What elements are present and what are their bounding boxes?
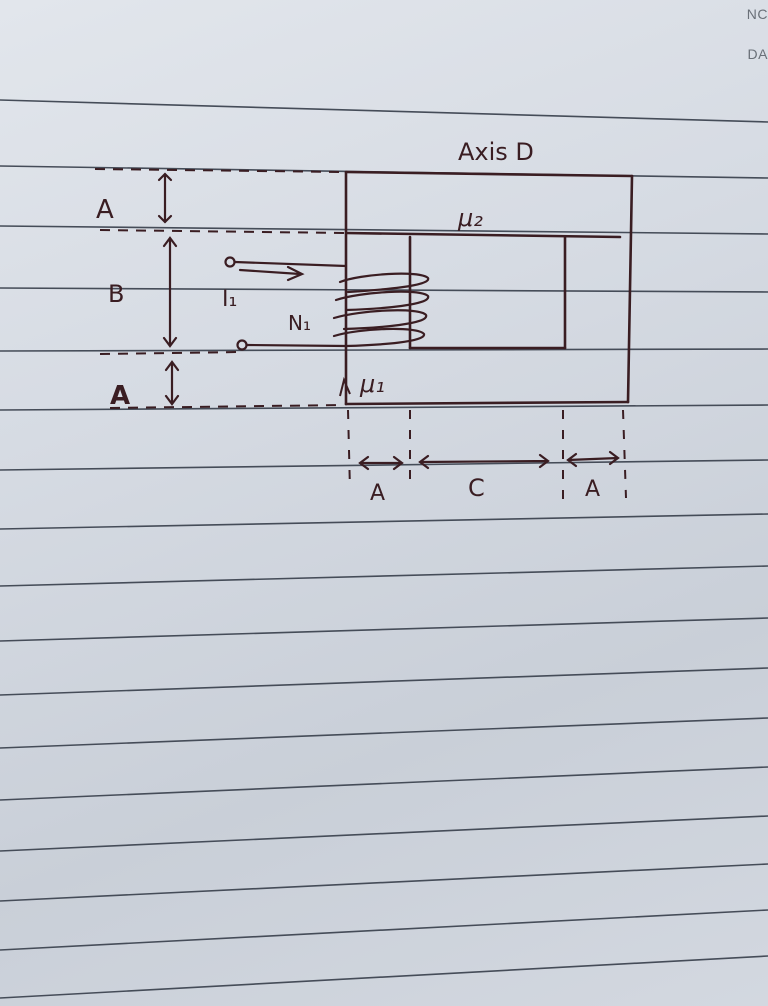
label-window-width: C <box>468 474 485 502</box>
rule-line <box>0 513 768 530</box>
label-left-thickness: A <box>370 481 385 506</box>
guide-top-leg <box>99 229 345 234</box>
arrow-right-thickness <box>566 450 620 468</box>
coil-winding <box>332 272 430 348</box>
rule-line <box>0 955 768 999</box>
vertical-dimension-guides <box>94 168 345 409</box>
corner-text-da: DA <box>747 46 768 62</box>
arrow-window-height <box>162 236 178 348</box>
ruled-lines <box>0 99 768 999</box>
core-right-edge <box>626 174 634 404</box>
coil-turn <box>332 327 426 348</box>
vertical-dimension-arrows <box>157 172 180 406</box>
rule-line <box>0 815 768 852</box>
rule-line <box>0 909 768 951</box>
arrow-top-thickness <box>157 172 173 224</box>
label-top-thickness: A <box>96 195 114 225</box>
core-bottom-edge <box>344 400 630 406</box>
rule-line <box>0 565 768 587</box>
guide-top <box>94 168 345 173</box>
corner-text-nc: NC <box>746 6 768 22</box>
arrow-left-thickness <box>358 455 404 471</box>
flux-arrow <box>339 376 351 397</box>
current-leads <box>224 256 348 351</box>
horizontal-dimension-arrows <box>358 450 620 471</box>
lead-top <box>233 260 348 268</box>
rule-line <box>0 717 768 749</box>
label-current: I₁ <box>222 287 237 312</box>
arrow-window-width <box>418 453 550 470</box>
label-bottom-thickness: A <box>110 381 130 411</box>
label-right-thickness: A <box>585 477 600 502</box>
rule-line <box>0 459 768 471</box>
label-turns: N₁ <box>288 311 311 335</box>
diagram-labels: Axis D A B A μ₂ μ₁ I₁ N₁ A C A <box>96 138 600 506</box>
current-arrow <box>238 265 305 282</box>
terminal-bottom <box>236 339 248 351</box>
top-leg-divider <box>344 231 622 239</box>
rule-line <box>0 667 768 696</box>
margin-line <box>0 99 768 123</box>
terminal-top <box>224 256 236 268</box>
guide-bottom <box>109 404 345 409</box>
rule-line <box>0 863 768 902</box>
lead-bottom <box>245 343 348 348</box>
rule-line <box>0 617 768 642</box>
label-permeability-top: μ₂ <box>457 204 483 232</box>
coil-turn <box>334 290 430 312</box>
coil-turn <box>338 272 430 294</box>
rule-line <box>0 225 768 235</box>
rule-line <box>0 766 768 801</box>
guide-core-left <box>347 409 351 491</box>
axis-title: Axis D <box>458 138 534 166</box>
guide-core-right <box>622 409 627 499</box>
coil-turn <box>332 309 428 331</box>
horizontal-dimension-guides <box>347 409 627 500</box>
core-top-edge <box>344 170 634 178</box>
rule-line <box>0 348 768 352</box>
label-window-height: B <box>108 280 124 308</box>
guide-window-bottom <box>99 351 241 355</box>
label-permeability-bottom: μ₁ <box>359 370 385 398</box>
arrow-bottom-thickness <box>164 360 180 406</box>
rule-line <box>0 404 768 411</box>
